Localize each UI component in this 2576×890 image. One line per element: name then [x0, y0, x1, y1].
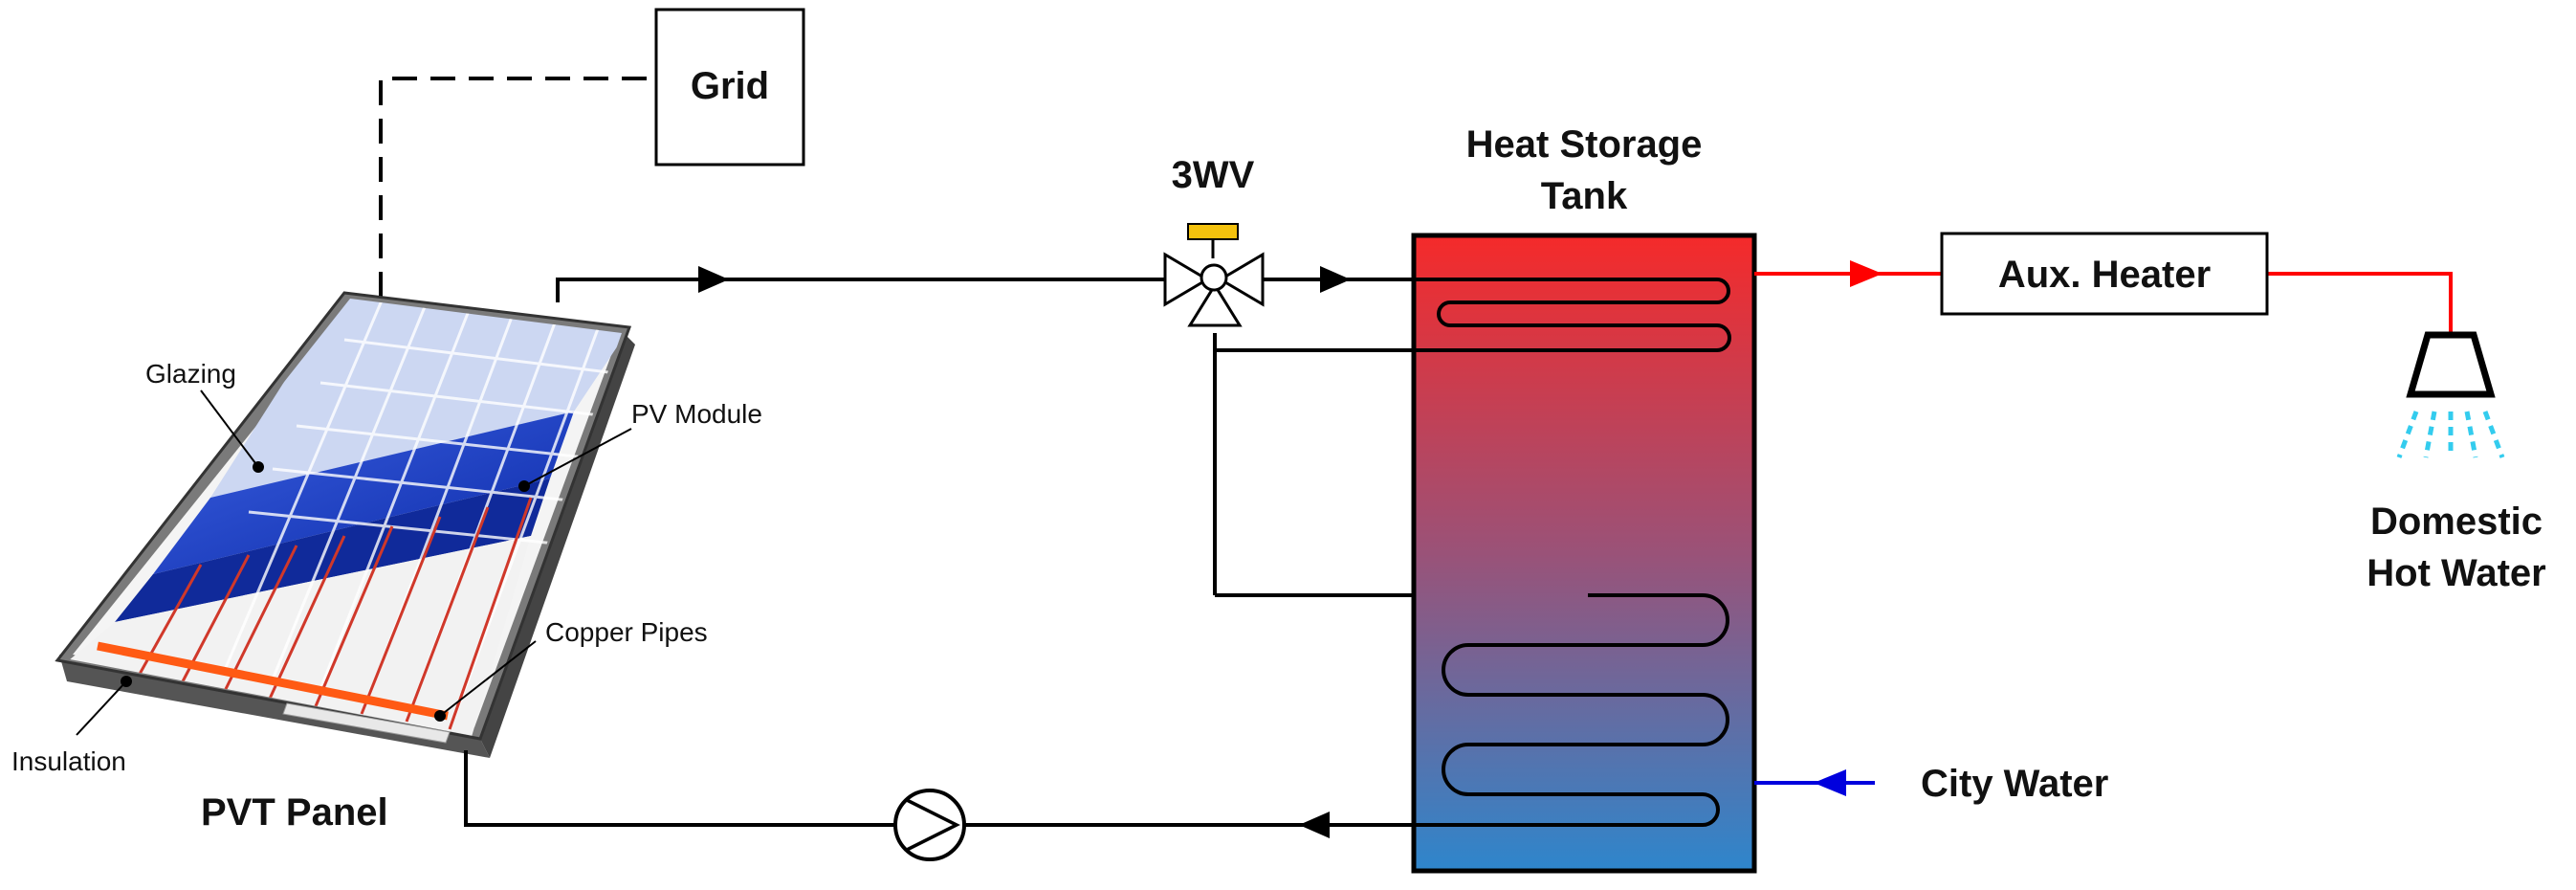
flow-arrow-to-tank [1320, 266, 1351, 293]
tank-label-line1: Heat Storage [1466, 123, 1703, 166]
circulation-pump [893, 789, 966, 861]
upper-heat-exchanger-coil [1414, 278, 1731, 352]
heat-storage-tank [1411, 233, 1757, 874]
pvt-panel [55, 291, 635, 758]
glazing-callout: Glazing [145, 359, 264, 473]
glazing-label: Glazing [145, 359, 236, 389]
city-water-line [1754, 769, 1875, 796]
pv-module-label: PV Module [631, 399, 762, 429]
insulation-label: Insulation [11, 746, 126, 776]
pvt-panel-label: PVT Panel [201, 791, 388, 834]
shower-head-icon [2396, 331, 2505, 458]
water-spray [2396, 411, 2505, 458]
flow-arrow-supply [698, 266, 729, 293]
aux-heater-box: Aux. Heater [1940, 232, 2269, 316]
electric-output-line [379, 65, 696, 297]
flow-arrow-return [1299, 812, 1330, 838]
grid-label: Grid [691, 65, 769, 107]
copper-pipes-callout: Copper Pipes [434, 617, 708, 722]
dhw-label-line2: Hot Water [2367, 552, 2545, 594]
valve-label: 3WV [1172, 154, 1255, 196]
dhw-label-line1: Domestic [2370, 501, 2543, 543]
copper-pipes-label: Copper Pipes [545, 617, 708, 647]
three-way-valve [1163, 223, 1265, 327]
pv-module-callout: PV Module [518, 399, 762, 492]
valve-actuator [1187, 223, 1239, 240]
hot-water-line [1754, 260, 2453, 333]
city-water-label: City Water [1921, 763, 2108, 805]
insulation-callout: Insulation [11, 676, 132, 776]
tank-label-line2: Tank [1541, 175, 1628, 217]
return-pipe [464, 750, 1414, 827]
lower-heat-exchanger-coil [1414, 593, 1729, 827]
aux-heater-label: Aux. Heater [1998, 254, 2211, 296]
grid-box: Grid [654, 8, 805, 167]
